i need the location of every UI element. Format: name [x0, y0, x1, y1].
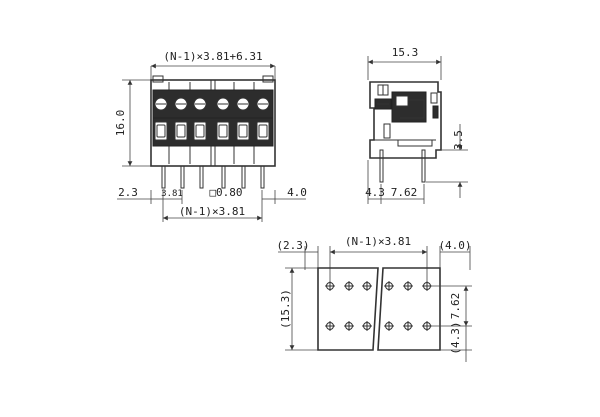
- side-view: 15.3 3.5: [365, 46, 468, 204]
- hole: [422, 281, 432, 291]
- front-dim-height-label: 16.0: [114, 110, 127, 137]
- front-dim-top: (N-1)×3.81+6.31: [150, 50, 276, 80]
- footprint-dim-right: 7.62 (4.3): [431, 285, 472, 362]
- front-dim-pin-label: □0.80: [209, 186, 242, 199]
- side-dim-left-label: 4.3: [365, 186, 385, 199]
- side-dim-top-label: 15.3: [392, 46, 419, 59]
- side-dim-pin-height: 3.5: [426, 124, 468, 198]
- footprint-dim-row-spacing-label: 7.62: [449, 293, 462, 320]
- front-dim-left-label: 2.3: [118, 186, 138, 199]
- side-dim-right-label: 7.62: [391, 186, 418, 199]
- hole: [403, 321, 413, 331]
- front-pins: [161, 165, 265, 189]
- footprint-dim-left-label: (2.3): [276, 239, 309, 252]
- hole: [325, 281, 335, 291]
- hole: [344, 281, 354, 291]
- side-dim-top: 15.3: [367, 46, 442, 80]
- hole: [384, 321, 394, 331]
- hole: [362, 321, 372, 331]
- hole: [344, 321, 354, 331]
- front-dim-bottom-label: (N-1)×3.81: [179, 205, 245, 218]
- side-dim-pin-height-label: 3.5: [452, 130, 465, 150]
- footprint-dim-right-label: (4.0): [438, 239, 471, 252]
- side-body: [369, 81, 442, 183]
- hole: [362, 281, 372, 291]
- hole: [403, 281, 413, 291]
- footprint-view: (2.3) (N-1)×3.81 (4.0) (15.3): [276, 235, 472, 362]
- front-body: [150, 75, 276, 167]
- front-dim-pitch-label: 3.81: [161, 189, 183, 199]
- side-dim-bottom: 4.3 7.62: [365, 160, 425, 204]
- hole: [325, 321, 335, 331]
- hole: [422, 321, 432, 331]
- footprint-dim-height-label: (15.3): [279, 289, 292, 329]
- footprint-holes: [325, 281, 432, 331]
- hole: [384, 281, 394, 291]
- front-wire-entries: [154, 121, 270, 141]
- footprint-dim-bottom-offset-label: (4.3): [449, 321, 462, 354]
- front-dim-height: 16.0: [114, 79, 151, 167]
- footprint-dim-pitch-label: (N-1)×3.81: [345, 235, 411, 248]
- front-view: (N-1)×3.81+6.31 16.0: [114, 50, 307, 222]
- front-dim-right-label: 4.0: [287, 186, 307, 199]
- footprint-dim-height: (15.3): [279, 267, 318, 351]
- front-release-buttons: [154, 97, 270, 111]
- front-dim-top-label: (N-1)×3.81+6.31: [163, 50, 262, 63]
- footprint-outline: [317, 267, 441, 351]
- front-dim-bottom-row: 2.3 3.81 □0.80 4.0 (N-1)×3.81: [117, 186, 307, 222]
- footprint-dim-top: (2.3) (N-1)×3.81 (4.0): [276, 235, 472, 286]
